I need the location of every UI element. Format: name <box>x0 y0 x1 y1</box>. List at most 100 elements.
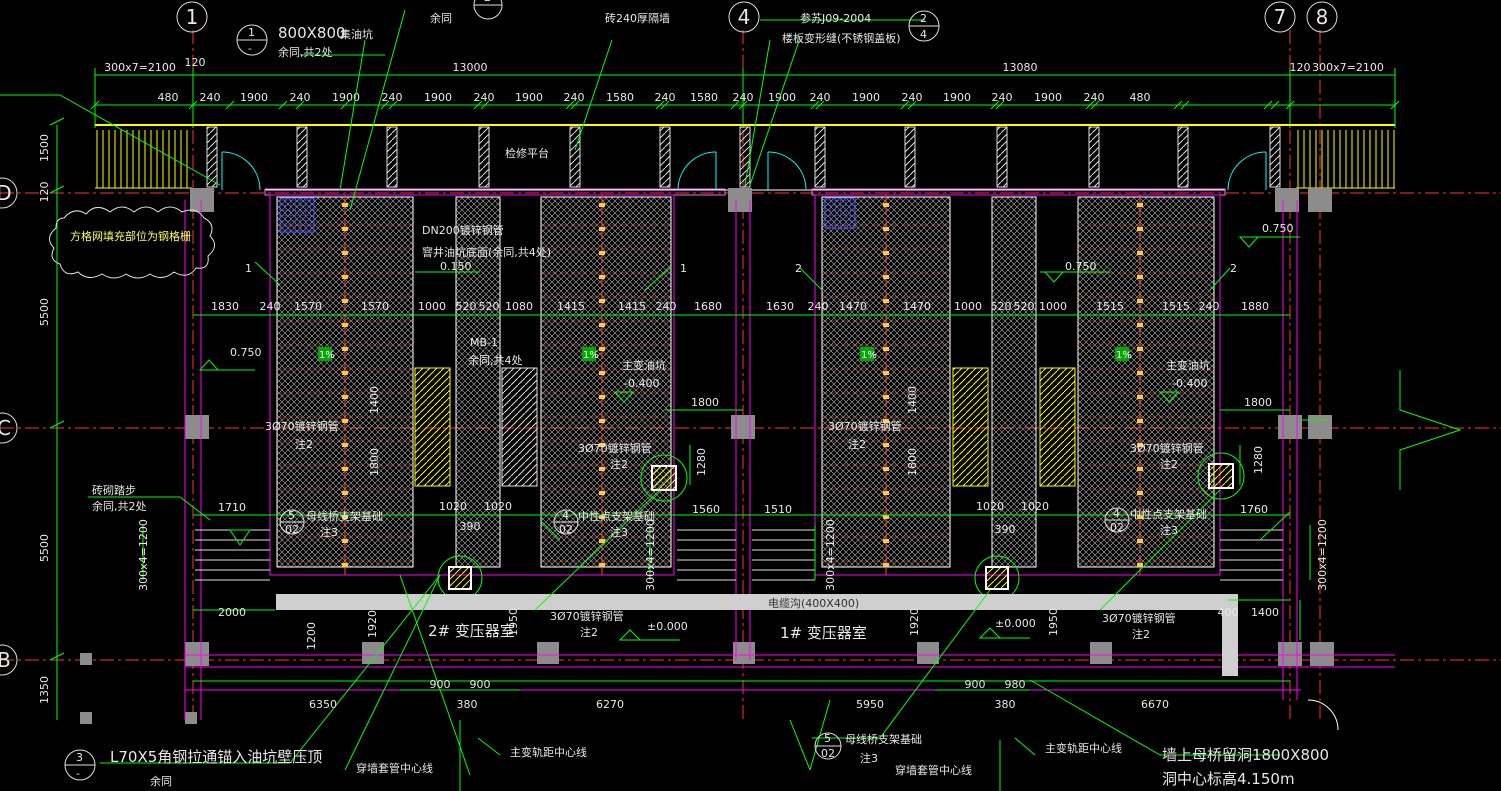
inner-dim-left: 1830 <box>211 300 239 313</box>
cable-trench: 电缆沟(400X400) <box>276 594 1238 676</box>
top-dim-row2: 1900 <box>424 91 452 104</box>
column <box>1310 642 1334 666</box>
room-1: 1# 变压器室 <box>780 624 867 642</box>
dim-1020-b: 1020 <box>484 500 512 513</box>
svg-text:2: 2 <box>484 0 491 4</box>
dim-1280-r: 1280 <box>1252 446 1265 474</box>
doors <box>221 151 1267 191</box>
platform-column <box>569 126 581 188</box>
room-2: 2# 变压器室 <box>428 622 515 640</box>
wall-sleeve-line-l: 穿墙套管中心线 <box>356 761 433 775</box>
stair-dim-1510: 1510 <box>764 503 792 516</box>
column <box>185 415 209 439</box>
top-dimension-ticks <box>90 100 1400 110</box>
top-dim-row2: 1900 <box>852 91 880 104</box>
svg-text:中性点支架基础: 中性点支架基础 <box>1130 507 1207 521</box>
top-dim-row2: 240 <box>902 91 923 104</box>
dim-1400-v-b: 1400 <box>906 386 919 414</box>
inner-dim-left: 520 <box>456 300 477 313</box>
svg-text:注3: 注3 <box>320 525 338 539</box>
inner-dim-left: 1000 <box>418 300 446 313</box>
dim-stair-cr: 300x4=1200 <box>824 519 837 591</box>
zhu2-b: 注2 <box>610 457 628 471</box>
column <box>185 712 197 724</box>
pipe-3d70-e: 3Ø70镀锌钢管 <box>550 609 624 623</box>
svg-text:余同: 余同 <box>430 11 452 25</box>
elev-neg-left: -0.400 <box>624 377 659 390</box>
dim-stair-r: 300x4=1200 <box>1316 519 1329 591</box>
top-dim-row2: 1900 <box>943 91 971 104</box>
column <box>1308 415 1332 439</box>
inner-dim-left: 240 <box>656 300 677 313</box>
top-dim-row2: 480 <box>158 91 179 104</box>
main-track-line-r: 主变轨距中心线 <box>1045 741 1122 755</box>
inner-dim-left: 520 <box>479 300 500 313</box>
dim-1950-l: 1950 <box>507 608 520 636</box>
inner-dim-right: 1470 <box>839 300 867 313</box>
inner-dim-right: 240 <box>1199 300 1220 313</box>
callout-1b: 2 余同 <box>430 0 503 25</box>
elev-neg-right: -0.400 <box>1172 377 1207 390</box>
elev-right-0750b: 0.750 <box>1262 222 1294 235</box>
callout-2: 参苏J09-2004 2 4 楼板变形缝(不锈钢盖板) <box>782 10 940 45</box>
svg-text:3: 3 <box>76 751 83 764</box>
axis-bubbles <box>0 1 1338 676</box>
platform-column <box>996 126 1008 188</box>
inner-dim-right: 1630 <box>766 300 794 313</box>
svg-text:余同,共2处: 余同,共2处 <box>278 45 333 59</box>
mb-note-b: 余同,共4处 <box>468 353 523 367</box>
top-dim-row2: 1900 <box>768 91 796 104</box>
dim-1800-l: 1800 <box>691 396 719 409</box>
inner-dim-right: 520 <box>991 300 1012 313</box>
svg-text:注3: 注3 <box>860 751 878 765</box>
callout-3: 3 - L70X5角钢拉通锚入油坑壁压顶 余同 <box>64 748 322 788</box>
platform-column <box>1177 126 1189 188</box>
platform-column <box>386 126 398 188</box>
dim-left-ext: 300x7=2100 <box>104 61 176 74</box>
dim-1020-d: 1020 <box>1021 500 1049 513</box>
elev-left-0150: 0.150 <box>440 260 472 273</box>
column <box>1278 642 1302 666</box>
inner-dimension-lines <box>142 236 1325 691</box>
dim-stair-l: 300x4=1200 <box>137 519 150 591</box>
svg-text:L70X5角钢拉通锚入油坑壁压顶: L70X5角钢拉通锚入油坑壁压顶 <box>110 748 322 766</box>
bottom-dim-5950: 5950 <box>856 698 884 711</box>
top-dim-row2: 1900 <box>240 91 268 104</box>
mb-note-a: MB-1 <box>470 336 498 349</box>
bottom-dim-6350: 6350 <box>309 698 337 711</box>
top-dim-row2: 240 <box>992 91 1013 104</box>
dim-1950-r: 1950 <box>1047 608 1060 636</box>
axis-label-8: 8 <box>1316 5 1329 29</box>
column <box>1278 415 1302 439</box>
pipe-3d70-a: 3Ø70镀锌钢管 <box>265 419 339 433</box>
elev-000-right: ±0.000 <box>995 617 1036 630</box>
leader-lines <box>0 9 1280 791</box>
inner-dim-right: 1515 <box>1096 300 1124 313</box>
dim-1800-v-a: 1800 <box>368 448 381 476</box>
dim-mid-right: 13080 <box>1003 61 1038 74</box>
platform-column <box>1269 126 1281 188</box>
pipe-3d70-f: 3Ø70镀锌钢管 <box>1102 611 1176 625</box>
platform-column <box>904 126 916 188</box>
dim-mid-left: 13000 <box>453 61 488 74</box>
column <box>80 653 92 665</box>
dim-1920-l: 1920 <box>366 610 379 638</box>
platform-column <box>659 126 671 188</box>
slope-3: 1% <box>861 350 877 361</box>
dim-390-r: 390 <box>995 523 1016 536</box>
section-label-2b: 2 <box>1230 262 1237 275</box>
svg-text:参苏J09-2004: 参苏J09-2004 <box>800 11 871 25</box>
platform-column <box>1088 126 1100 188</box>
svg-text:母线桥支架基础: 母线桥支架基础 <box>845 732 922 746</box>
top-dim-row2: 240 <box>474 91 495 104</box>
bottom-dim-380b: 380 <box>995 698 1016 711</box>
pipe-3d70-c: 3Ø70镀锌钢管 <box>828 419 902 433</box>
support-foundations <box>437 452 1245 601</box>
svg-text:4: 4 <box>920 28 927 41</box>
inner-dim-left: 1570 <box>361 300 389 313</box>
callout-5-bottom: 5 02 母线桥支架基础 注3 <box>814 732 922 765</box>
elev-left-0750: 0.750 <box>230 346 262 359</box>
top-dim-row2: 240 <box>1084 91 1105 104</box>
foundation-callouts: 5 02 母线桥支架基础 注3 4 02 中性点支架基础 注3 4 02 中性点… <box>279 507 1207 539</box>
axis-label-7: 7 <box>1274 5 1287 29</box>
